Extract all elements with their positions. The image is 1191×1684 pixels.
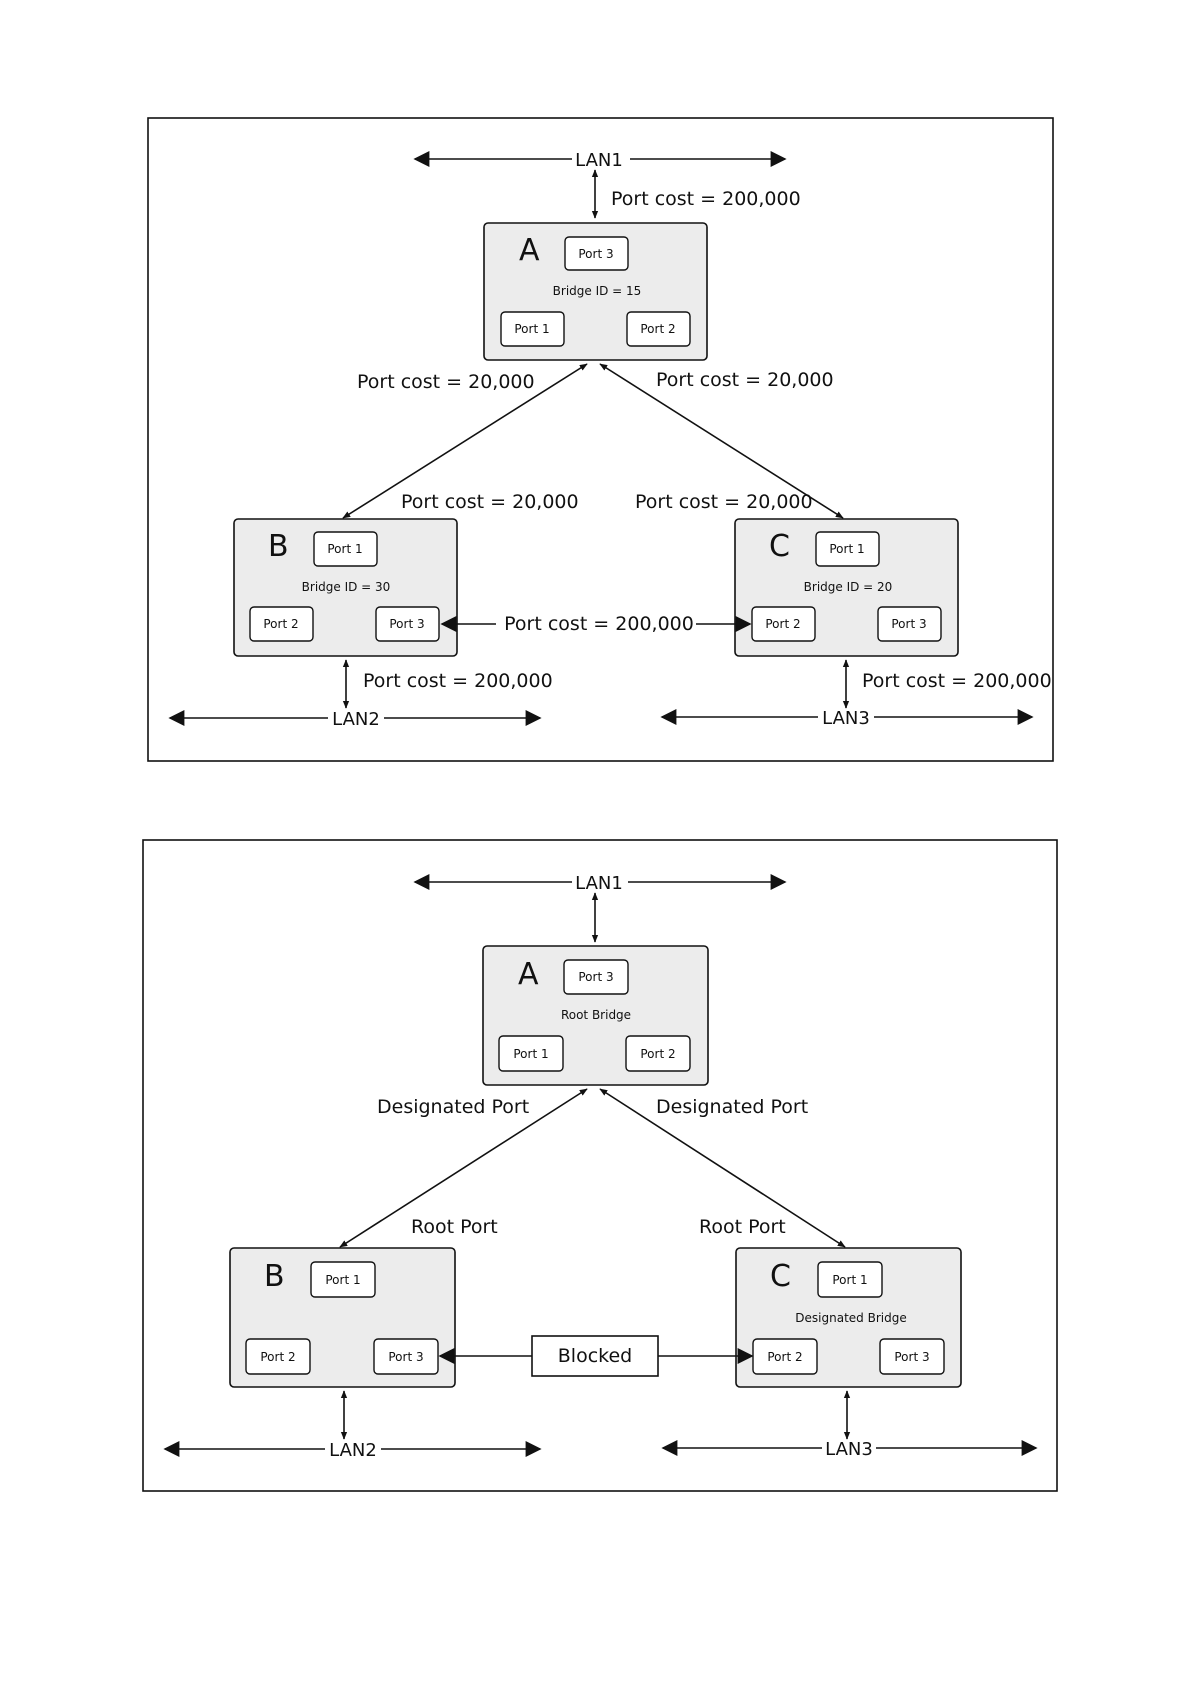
designated-bridge-label: Designated Bridge [795, 1311, 906, 1325]
bridge-a-port3 [564, 236, 629, 271]
port-cost-b-up: Port cost = 20,000 [401, 491, 579, 513]
bridge-a-port2-label: Port 2 [640, 322, 675, 336]
bridge-c-port3-label-2: Port 3 [894, 1350, 929, 1364]
root-port-c: Root Port [699, 1216, 786, 1238]
lan2-label-2: LAN2 [329, 1440, 377, 1461]
bridge-b-2: B Port 1 Port 2 Port 3 [229, 1247, 456, 1388]
bridge-c-port2 [751, 606, 816, 642]
bridge-a-port3-label: Port 3 [578, 247, 613, 261]
bridge-a-letter-2: A [518, 957, 539, 992]
bridge-a-port1-label: Port 1 [514, 322, 549, 336]
port-cost-b-c: Port cost = 200,000 [504, 613, 694, 635]
bridge-a-port3-2 [563, 959, 629, 995]
bridge-b-port1 [313, 531, 378, 567]
bridge-b-port2-label-2: Port 2 [260, 1350, 295, 1364]
diagram2-frame [142, 839, 1058, 1492]
bridge-a-port1-label-2: Port 1 [513, 1047, 548, 1061]
bridge-b-port1-2 [310, 1261, 376, 1298]
port-cost-a-right: Port cost = 20,000 [656, 369, 834, 391]
bridge-c-port3-label: Port 3 [891, 617, 926, 631]
port-cost-a-left: Port cost = 20,000 [357, 371, 535, 393]
blocked-label: Blocked [558, 1345, 632, 1367]
port-cost-lan3: Port cost = 200,000 [862, 670, 1052, 692]
bridge-a-port2-2 [625, 1035, 691, 1072]
link-a-b-2 [339, 1088, 588, 1248]
bridge-c-port2-label: Port 2 [765, 617, 800, 631]
bridge-c-id: Bridge ID = 20 [804, 580, 893, 594]
bridge-a-id: Bridge ID = 15 [553, 284, 642, 298]
bridge-c-port1-label-2: Port 1 [832, 1273, 867, 1287]
designated-port-right: Designated Port [656, 1096, 808, 1118]
bridge-a-port2-label-2: Port 2 [640, 1047, 675, 1061]
port-cost-c-up: Port cost = 20,000 [635, 491, 813, 513]
bridge-a: A Port 3 Bridge ID = 15 Port 1 Port 2 [483, 222, 708, 361]
bridge-b-port3-label: Port 3 [389, 617, 424, 631]
bridge-c-port1-2 [817, 1261, 883, 1298]
link-a-c-2 [599, 1088, 846, 1248]
bridge-c: C Port 1 Bridge ID = 20 Port 2 Port 3 [734, 518, 959, 657]
bridge-b-port2-label: Port 2 [263, 617, 298, 631]
bridge-b-port1-label-2: Port 1 [325, 1273, 360, 1287]
bridge-c-port1 [815, 531, 880, 567]
bridge-a-port2 [626, 311, 691, 347]
port-cost-lan2: Port cost = 200,000 [363, 670, 553, 692]
bridge-b-letter: B [268, 529, 289, 564]
diagram-port-costs: LAN1 Port cost = 200,000 A Port 3 Bridge… [147, 117, 1054, 762]
root-port-b: Root Port [411, 1216, 498, 1238]
lan2-label: LAN2 [332, 709, 380, 730]
bridge-a-port3-label-2: Port 3 [578, 970, 613, 984]
bridge-c-port1-label: Port 1 [829, 542, 864, 556]
diagram-port-roles: LAN1 A Port 3 Root Bridge Port 1 Port 2 … [142, 839, 1058, 1492]
bridge-b-port3-label-2: Port 3 [388, 1350, 423, 1364]
blocked-box [531, 1335, 659, 1377]
bridge-c-letter-2: C [770, 1259, 791, 1294]
bridge-b-port2-2 [245, 1338, 311, 1375]
bridge-b-port3-2 [373, 1338, 439, 1375]
bridge-b-letter-2: B [264, 1259, 285, 1294]
link-a-c [599, 363, 844, 519]
bridge-b-id: Bridge ID = 30 [302, 580, 391, 594]
bridge-c-port3 [877, 606, 942, 642]
bridge-a-letter: A [519, 233, 540, 268]
port-cost-lan1: Port cost = 200,000 [611, 188, 801, 210]
bridge-b: B Port 1 Bridge ID = 30 Port 2 Port 3 [233, 518, 458, 657]
bridge-c-letter: C [769, 529, 790, 564]
bridge-a-port1-2 [498, 1035, 564, 1072]
bridge-b-port1-label: Port 1 [327, 542, 362, 556]
lan3-label: LAN3 [822, 708, 870, 729]
bridge-b-port2 [249, 606, 314, 642]
lan3-label-2: LAN3 [825, 1439, 873, 1460]
lan1-label-2: LAN1 [575, 873, 623, 894]
root-bridge-label: Root Bridge [561, 1008, 631, 1022]
bridge-c-2: C Port 1 Designated Bridge Port 2 Port 3 [735, 1247, 962, 1388]
lan1-label: LAN1 [575, 150, 623, 171]
diagram1-frame [147, 117, 1054, 762]
bridge-a-port1 [500, 311, 565, 347]
bridge-c-port2-label-2: Port 2 [767, 1350, 802, 1364]
designated-port-left: Designated Port [377, 1096, 529, 1118]
link-a-b [342, 363, 588, 519]
bridge-c-port3-2 [879, 1338, 945, 1375]
bridge-a-2: A Port 3 Root Bridge Port 1 Port 2 [482, 945, 709, 1086]
bridge-b-port3 [375, 606, 440, 642]
